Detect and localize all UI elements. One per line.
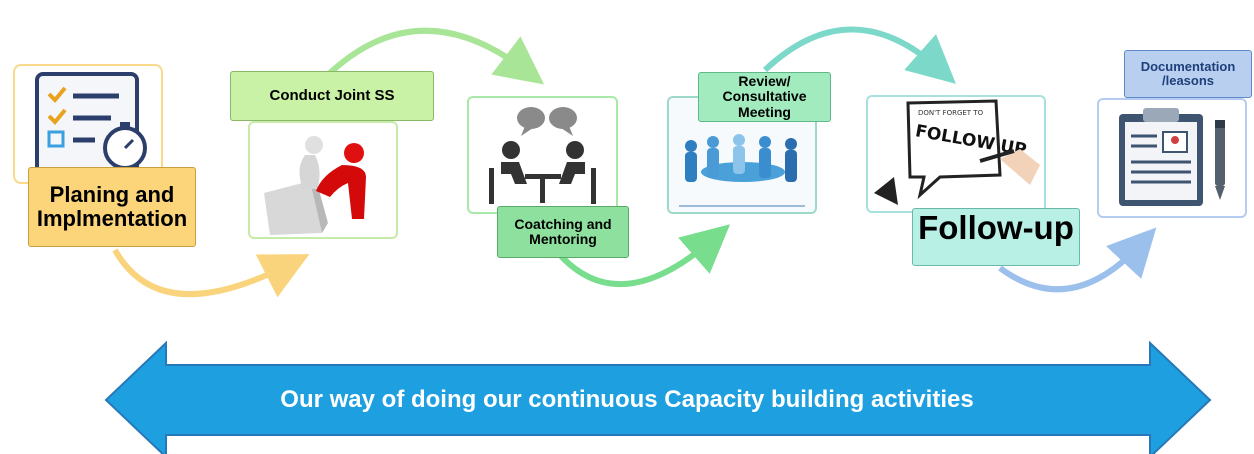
coaching-label: Coatching and Mentoring xyxy=(497,206,629,258)
follow-up-note-small-text: DON'T FORGET TO xyxy=(918,109,984,117)
clipboard-pen-icon xyxy=(1119,108,1225,206)
planning-label: Planing and Implmentation xyxy=(28,167,196,247)
review-label: Review/ Consultative Meeting xyxy=(698,72,831,122)
documentation-label: Documentation /leasons xyxy=(1124,50,1252,98)
meeting-conversation-icon xyxy=(489,107,596,204)
follow-up-note-icon: DON'T FORGET TO FOLLOW UP xyxy=(874,99,1040,205)
documentation-card xyxy=(1097,98,1247,218)
joint-ss-card xyxy=(248,121,398,239)
banner-arrow-shape xyxy=(104,340,1212,454)
checklist-stopwatch-icon xyxy=(35,72,147,176)
follow-up-card: DON'T FORGET TO FOLLOW UP xyxy=(866,95,1046,213)
arrow-planning-to-joint xyxy=(112,248,310,298)
joint-ss-label: Conduct Joint SS xyxy=(230,71,434,121)
planning-card xyxy=(13,64,163,184)
arrow-joint-to-coaching xyxy=(327,27,545,85)
arrow-coaching-to-review xyxy=(557,224,731,288)
arrow-followup-to-documentation xyxy=(998,227,1157,293)
arrow-review-to-followup xyxy=(762,26,956,84)
banner-text: Our way of doing our continuous Capacity… xyxy=(280,386,974,413)
follow-up-label: Follow-up xyxy=(912,208,1080,266)
helping-figures-icon xyxy=(264,136,366,235)
